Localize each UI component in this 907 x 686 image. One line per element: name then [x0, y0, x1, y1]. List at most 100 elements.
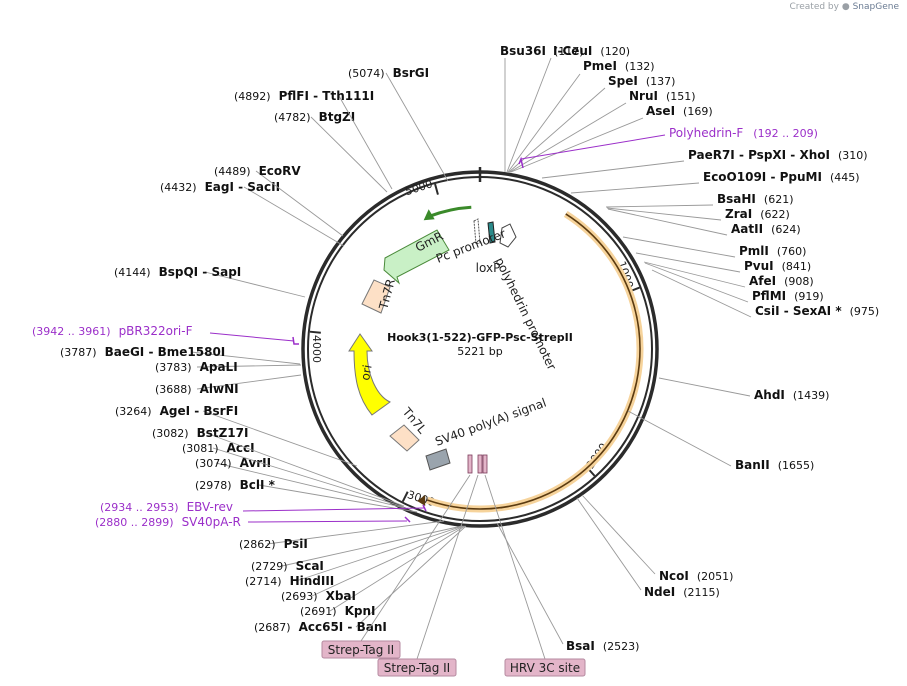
restriction-site[interactable]: PmeI(132) — [507, 59, 655, 173]
restriction-site[interactable]: AatII(624) — [607, 208, 801, 236]
restriction-site[interactable]: (3082)BstZ17I — [152, 426, 405, 507]
restriction-site[interactable]: I-CeuI(120) — [506, 44, 630, 173]
restriction-site[interactable]: Bsu36I(117) — [500, 44, 584, 172]
restriction-site[interactable]: AhdI(1439) — [658, 377, 829, 402]
gmr-feature — [383, 229, 450, 285]
enzyme-name: AatII — [731, 222, 763, 236]
enzyme-label: NcoI(2051) — [659, 569, 733, 583]
restriction-site[interactable]: BsaI(2523) — [496, 522, 639, 653]
enzyme-leader-line — [196, 374, 302, 390]
restriction-site[interactable]: (2691)KpnI — [300, 525, 466, 618]
restriction-site[interactable]: AfeI(908) — [643, 261, 814, 288]
restriction-site[interactable]: PaeR7I - PspXI - XhoI(310) — [541, 148, 868, 179]
restriction-site[interactable]: BanII(1655) — [627, 410, 814, 472]
enzyme-leader-line — [215, 462, 406, 509]
restriction-site[interactable]: (4144)BspQI - SapI — [114, 265, 306, 298]
restriction-site[interactable]: (2714)HindIII — [245, 525, 464, 588]
enzyme-leader-line — [329, 525, 466, 612]
enzyme-label: PflMI(919) — [752, 289, 824, 303]
enzyme-position: (3688) — [155, 383, 192, 396]
tag-feature[interactable]: HRV 3C site — [484, 474, 586, 677]
polyhedrin-promoter-arc — [426, 213, 641, 510]
enzyme-leader-line — [355, 525, 467, 628]
restriction-site[interactable]: PflMI(919) — [644, 262, 824, 303]
restriction-site[interactable]: (3264)AgeI - BsrFI — [115, 404, 358, 467]
enzyme-name: BsrGI — [393, 66, 430, 80]
restriction-site[interactable]: (3074)AvrII — [195, 456, 406, 509]
enzyme-name: I-CeuI — [553, 44, 592, 58]
enzyme-label: AhdI(1439) — [754, 388, 829, 402]
restriction-site[interactable]: (4892) PflFI - Tth111I — [234, 89, 393, 190]
enzyme-label: NdeI(2115) — [644, 585, 720, 599]
enzyme-label: Bsu36I(117) — [500, 44, 584, 58]
restriction-site[interactable]: (4489)EcoRV — [214, 164, 344, 237]
primer-label: (3942 .. 3961)pBR322ori-F — [32, 324, 193, 338]
enzyme-name: PflFI - Tth111I — [279, 89, 375, 103]
restriction-site[interactable]: NdeI(2115) — [576, 497, 720, 599]
tag-leader-line — [484, 474, 546, 660]
enzyme-position: (2115) — [683, 586, 720, 599]
tag-label: Strep-Tag II — [384, 661, 450, 675]
restriction-site[interactable]: (3783)ApaLI — [155, 360, 302, 374]
restriction-site[interactable]: NruI(151) — [509, 89, 696, 173]
enzyme-name: BanII — [735, 458, 770, 472]
restriction-site[interactable]: (3688)AlwNI — [155, 374, 302, 396]
restriction-site[interactable]: ZraI(622) — [606, 207, 790, 221]
enzyme-name: SpeI — [608, 74, 638, 88]
enzyme-label: PaeR7I - PspXI - XhoI(310) — [688, 148, 868, 162]
restriction-site[interactable]: NcoI(2051) — [581, 494, 733, 583]
restriction-site[interactable]: PvuI(841) — [635, 252, 811, 273]
enzyme-leader-line — [509, 102, 627, 173]
enzyme-label: PvuI(841) — [744, 259, 811, 273]
enzyme-name: BsaI — [566, 639, 595, 653]
restriction-site[interactable]: BsaHI(621) — [605, 192, 794, 208]
sv40-polya-feature — [425, 448, 451, 471]
restriction-site[interactable]: (4782)BtgZI — [274, 110, 388, 193]
enzyme-leader-line — [202, 410, 358, 467]
enzyme-label: EcoO109I - PpuMI(445) — [703, 170, 860, 184]
restriction-site[interactable]: (3081)AccI — [182, 441, 405, 508]
tag-feature[interactable]: Strep-Tag II — [321, 474, 471, 659]
enzyme-name: AseI — [646, 104, 675, 118]
restriction-site[interactable]: (5074)BsrGI — [348, 66, 449, 182]
enzyme-label: BsaI(2523) — [566, 639, 639, 653]
enzyme-label: AfeI(908) — [749, 274, 814, 288]
enzyme-leader-line — [243, 186, 345, 247]
enzyme-name: AhdI — [754, 388, 785, 402]
primer-bracket — [518, 156, 524, 169]
primer-leader-line — [247, 520, 408, 523]
small-feature-marker — [473, 218, 481, 245]
enzyme-position: (2729) — [251, 560, 288, 573]
restriction-site[interactable]: SpeI(137) — [508, 74, 675, 173]
enzyme-leader-line — [627, 410, 732, 467]
restriction-site[interactable]: (2687)Acc65I - BanI — [254, 525, 467, 634]
restriction-site[interactable]: PmlI(760) — [622, 236, 806, 258]
credit-prefix: Created by — [789, 2, 839, 12]
restriction-site[interactable]: CsiI - SexAI *(975) — [651, 269, 879, 318]
primer-site[interactable]: (2934 .. 2953)EBV-rev — [100, 500, 427, 514]
primer-site[interactable]: (2880 .. 2899)SV40pA-R — [95, 515, 411, 529]
primer-site[interactable]: Polyhedrin-F(192 .. 209) — [518, 126, 818, 169]
restriction-site[interactable]: EcoO109I - PpuMI(445) — [570, 170, 860, 194]
enzyme-leader-line — [510, 117, 644, 173]
tag-feature[interactable]: Strep-Tag II — [377, 474, 479, 677]
enzyme-name: PaeR7I - PspXI - XhoI — [688, 148, 830, 162]
enzyme-position: (2862) — [239, 538, 276, 551]
position-tick — [309, 330, 321, 334]
restriction-site[interactable]: (4432)EagI - SacII — [160, 180, 345, 247]
enzyme-label: (3264)AgeI - BsrFI — [115, 404, 238, 418]
polyhedrin-arrow-head — [417, 495, 426, 507]
restriction-site[interactable]: (2862)PsiI — [239, 520, 445, 551]
primer-site[interactable]: (3942 .. 3961)pBR322ori-F — [32, 324, 299, 345]
enzyme-leader-line — [496, 522, 564, 645]
restriction-site[interactable]: (3787)BaeGI - Bme1580I — [60, 345, 301, 365]
restriction-site[interactable]: (2693)XbaI — [281, 525, 465, 603]
enzyme-position: (4892) — [234, 90, 271, 103]
enzyme-label: (4892) PflFI - Tth111I — [234, 89, 374, 103]
enzyme-leader-line — [658, 377, 751, 397]
enzyme-leader-line — [255, 170, 344, 237]
restriction-site[interactable]: AseI(169) — [510, 104, 713, 173]
enzyme-leader-line — [338, 95, 393, 190]
restriction-site[interactable]: (2978)BclI * — [195, 478, 418, 513]
